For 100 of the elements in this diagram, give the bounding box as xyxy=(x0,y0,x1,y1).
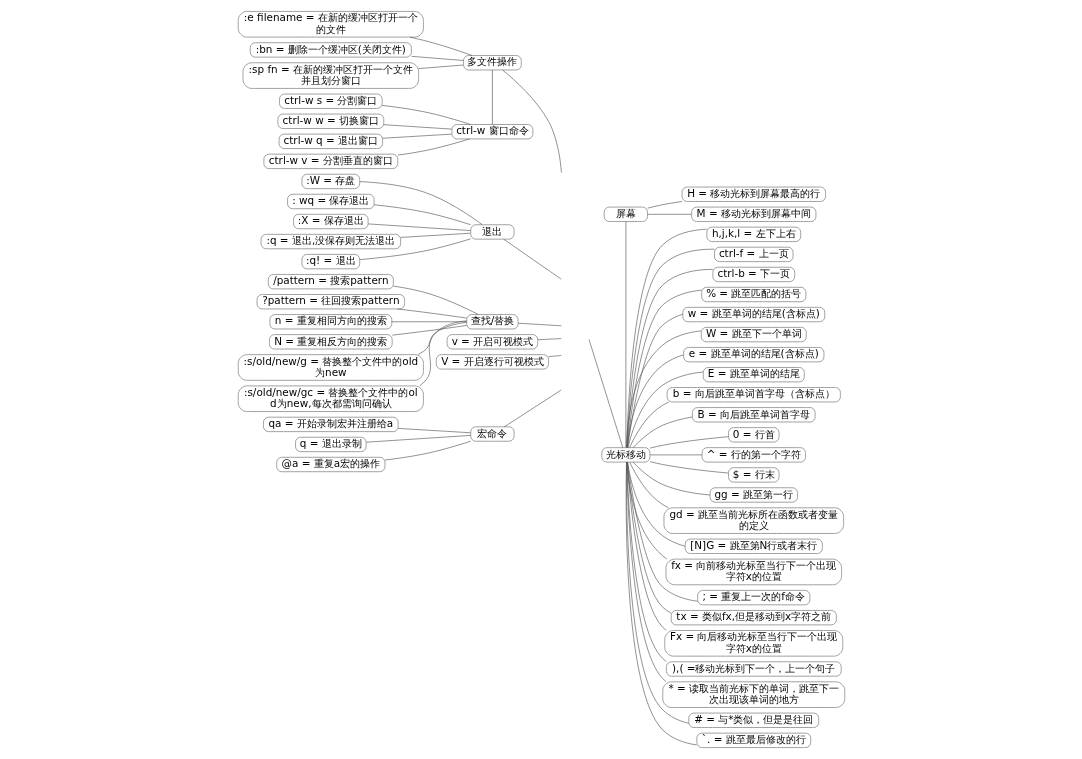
node-box: H = 移动光标到屏幕最高的行 xyxy=(681,186,826,202)
node-box: 查找/替换 xyxy=(465,314,518,330)
node-box: 0 = 行首 xyxy=(727,427,779,443)
node-box: fx = 向前移动光标至当行下一个出现字符x的位置 xyxy=(665,558,842,586)
connector xyxy=(417,64,464,69)
connector xyxy=(365,435,471,443)
connector xyxy=(391,325,467,336)
node-box: w = 跳至单词的结尾(含标点) xyxy=(681,306,825,323)
node-box: B = 向后跳至单词首字母 xyxy=(691,407,815,423)
connector xyxy=(626,354,684,448)
node-box: qa = 开始录制宏并注册给a xyxy=(262,416,399,432)
connector xyxy=(503,389,562,428)
connector xyxy=(396,308,467,319)
connector xyxy=(381,133,452,139)
connector xyxy=(632,416,693,448)
node-box: e = 跳至单词的结尾(含标点) xyxy=(682,347,824,363)
node-box: :bn = 删除一个缓冲区(关闭文件) xyxy=(249,42,412,58)
connector xyxy=(503,239,562,280)
node-box: 光标移动 xyxy=(600,447,650,463)
connector xyxy=(626,461,685,547)
connector xyxy=(626,461,667,631)
connector xyxy=(626,313,683,448)
connector xyxy=(627,371,703,448)
connector xyxy=(588,339,623,448)
connector xyxy=(625,462,689,724)
connector xyxy=(418,320,467,387)
node-box: : wq = 保存退出 xyxy=(286,193,375,210)
connector xyxy=(367,223,471,231)
connector xyxy=(547,355,562,357)
node-box: ?pattern = 往回搜索pattern xyxy=(256,294,405,310)
connector xyxy=(373,204,471,226)
node-box: n = 重复相同方向的搜索 xyxy=(269,314,392,330)
node-box: W = 跳至下一个单词 xyxy=(700,327,807,343)
node-box: b = 向后跳至单词首字母（含标点） xyxy=(666,387,841,403)
connector xyxy=(625,221,626,448)
connector xyxy=(626,228,707,448)
node-box: ),( =移动光标到下一个，上一个句子 xyxy=(665,661,842,677)
node-box: M = 移动光标到屏幕中间 xyxy=(690,206,816,222)
node-box: * = 读取当前光标下的单词，跳至下一次出现该单词的地方 xyxy=(661,681,845,708)
node-box: gd = 跳至当前光标所在函数或者变量的定义 xyxy=(663,507,844,534)
node-box: :W = 存盘 xyxy=(301,173,360,190)
connector xyxy=(397,138,470,156)
connector xyxy=(649,461,729,474)
connector xyxy=(626,462,698,602)
node-box: :q! = 退出 xyxy=(301,254,360,270)
node-box: @a = 重复a宏的操作 xyxy=(275,456,385,473)
node-box: [N]G = 跳至第N行或者末行 xyxy=(684,538,823,554)
node-box: V = 开启逐行可视模式 xyxy=(435,354,549,370)
node-box: 宏命令 xyxy=(469,426,514,442)
connector xyxy=(626,461,671,614)
node-box: :X = 保存退出 xyxy=(292,213,368,230)
node-box: ctrl-b = 下一页 xyxy=(712,266,795,283)
node-box: E = 跳至单词的结尾 xyxy=(702,367,805,383)
node-box: ctrl-w 窗口命令 xyxy=(451,124,533,140)
node-box: gg = 跳至第一行 xyxy=(709,487,798,503)
connector xyxy=(417,322,467,355)
connector xyxy=(537,338,562,341)
node-box: h,j,k,l = 左下上右 xyxy=(705,226,801,242)
connector xyxy=(384,440,471,461)
connector xyxy=(646,214,692,215)
node-box: % = 跳至匹配的括号 xyxy=(700,286,806,303)
node-box: :e filename = 在新的缓冲区打开一个的文件 xyxy=(237,11,424,38)
connector xyxy=(381,105,471,125)
node-box: :sp fn = 在新的缓冲区打开一个文件并且划分窗口 xyxy=(242,62,419,89)
node-box: 屏幕 xyxy=(603,206,648,222)
node-box: 多文件操作 xyxy=(462,55,522,71)
node-box: :s/old/new/gc = 替换整个文件中的old为new,每次都需询问确认 xyxy=(237,385,424,412)
connector xyxy=(491,69,493,125)
node-box: N = 重复相反方向的搜索 xyxy=(268,334,393,350)
node-box: tx = 类似fx,但是移动到x字符之前 xyxy=(670,610,837,626)
node-box: :q = 退出,没保存则无法退出 xyxy=(260,233,401,250)
node-box: 退出 xyxy=(469,224,514,240)
connector xyxy=(629,462,669,509)
connector xyxy=(646,201,682,209)
connector xyxy=(391,321,467,323)
node-box: ^ = 行的第一个字符 xyxy=(701,447,806,463)
connector xyxy=(626,289,702,448)
connector xyxy=(625,461,697,746)
node-box: :s/old/new/g = 替换整个文件中的old为new xyxy=(237,354,424,381)
node-box: `. = 跳至最后修改的行 xyxy=(695,732,811,748)
connector xyxy=(517,322,562,327)
connector xyxy=(501,69,562,173)
node-box: ctrl-w q = 退出窗口 xyxy=(278,133,383,149)
node-box: ; = 重复上一次的f命令 xyxy=(696,590,810,606)
node-box: /pattern = 搜索pattern xyxy=(267,274,394,290)
node-box: q = 退出录制 xyxy=(294,436,366,453)
connector xyxy=(410,56,464,61)
node-box: ctrl-w s = 分割窗口 xyxy=(278,93,383,109)
connector xyxy=(649,454,702,456)
connector xyxy=(359,181,482,225)
connector xyxy=(649,436,729,449)
connector xyxy=(397,428,471,434)
connector xyxy=(625,330,701,448)
connector xyxy=(409,36,472,56)
connector xyxy=(382,124,452,130)
node-box: # = 与*类似，但是是往回 xyxy=(687,712,819,728)
node-box: Fx = 向后移动光标至当行下一个出现字符x的位置 xyxy=(663,630,843,657)
connector xyxy=(358,238,471,260)
connector xyxy=(628,401,669,448)
connector xyxy=(399,232,471,238)
